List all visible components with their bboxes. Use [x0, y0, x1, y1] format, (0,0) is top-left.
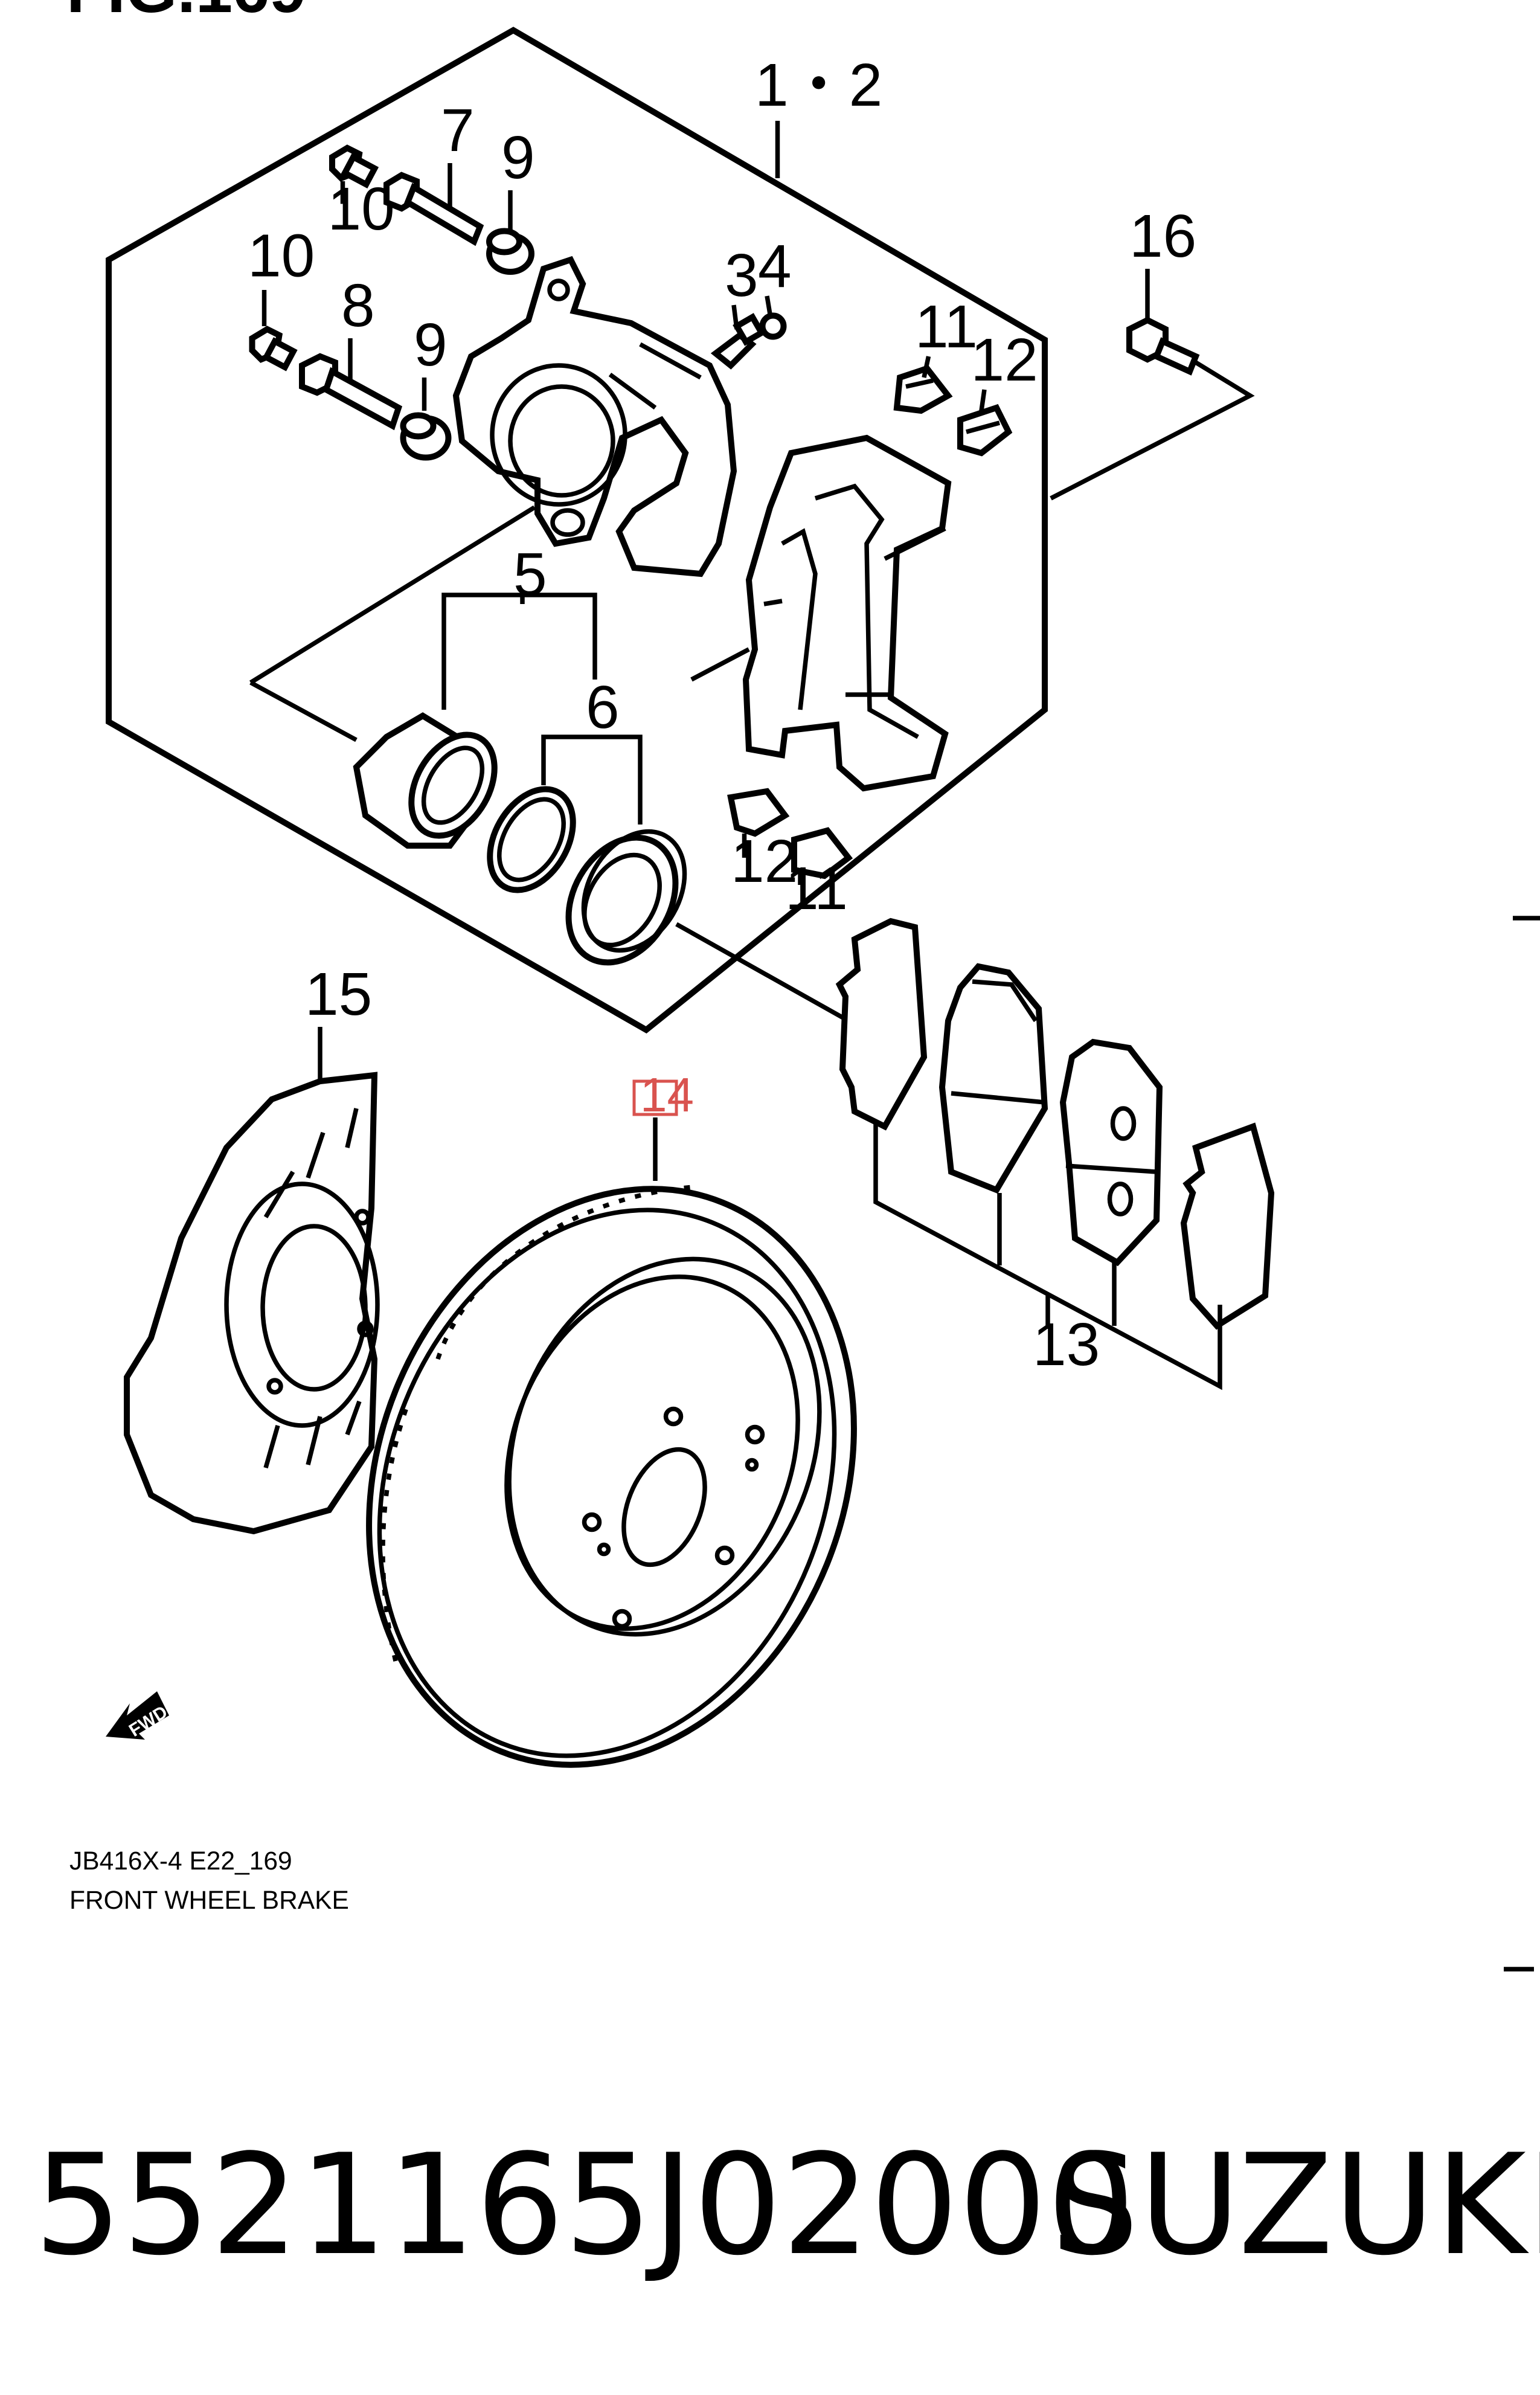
caliper-body: [452, 256, 737, 577]
product-label-band: 5521165J02000 SUZUKI: [0, 1993, 1540, 2392]
callout-9-middle: 9: [414, 311, 448, 379]
bleeder-cap-4: [759, 312, 787, 340]
callout-9-top: 9: [501, 124, 535, 191]
guide-pin-7: [383, 172, 484, 246]
callout-6: 6: [586, 673, 620, 741]
callout-7: 7: [441, 97, 475, 164]
dust-boot-6: [565, 829, 687, 966]
callout-12-top: 12: [971, 326, 1038, 394]
brake-pad-inner: [1059, 1038, 1163, 1267]
callout-13: 13: [1033, 1311, 1100, 1378]
callout-14: 14: [640, 1068, 694, 1122]
boot-9-middle: [400, 412, 452, 461]
boot-9-top: [486, 228, 534, 275]
part-number: 5521165J02000: [34, 2125, 1135, 2286]
callout-11-bottom: 11: [785, 855, 848, 922]
bolt-10-middle: [249, 326, 298, 371]
callout-5: 5: [513, 541, 547, 608]
pad-shim-outer: [835, 918, 928, 1131]
callout-12-bottom: 12: [731, 828, 798, 895]
anti-rattle-spring-12-top: [957, 403, 1013, 457]
callout-14-box: [632, 1079, 678, 1116]
pad-clip-11-top: [893, 365, 953, 414]
brand-name: SUZUKI: [1051, 2125, 1540, 2286]
guide-pin-8: [299, 353, 403, 431]
callout-16: 16: [1129, 202, 1196, 270]
brake-disc-14: [366, 1185, 857, 1768]
caption-title: FRONT WHEEL BRAKE: [69, 1886, 349, 1915]
caption-code: JB416X-4 E22_169: [69, 1847, 292, 1876]
bleeder-screw-3: [710, 313, 766, 370]
piston-5: [353, 712, 498, 849]
callout-1-2: 1・2: [755, 51, 882, 119]
anti-rattle-spring-12-bottom: [727, 788, 790, 837]
dust-shield-15: [124, 1072, 380, 1535]
figure-header: FIG.169: [66, 0, 306, 27]
pad-clip-11-bottom: [791, 827, 853, 879]
bolt-10-top: [329, 144, 379, 189]
callout-3: 3: [725, 242, 759, 309]
brake-pad-outer: [938, 963, 1048, 1194]
callout-4: 4: [758, 233, 792, 300]
callout-11-top: 11: [915, 293, 978, 361]
parts-diagram: FIG.169 1・2 10 7 9 10 8 9: [66, 0, 1540, 1972]
caliper-assembly-outline: [106, 27, 1048, 1034]
pad-shim-inner: [1180, 1122, 1275, 1330]
callout-15: 15: [305, 960, 372, 1028]
callout-10-middle: 10: [248, 222, 315, 290]
fwd-arrow-icon: [106, 1691, 169, 1740]
callout-8: 8: [341, 272, 375, 339]
piston-seal-6: [487, 786, 576, 893]
